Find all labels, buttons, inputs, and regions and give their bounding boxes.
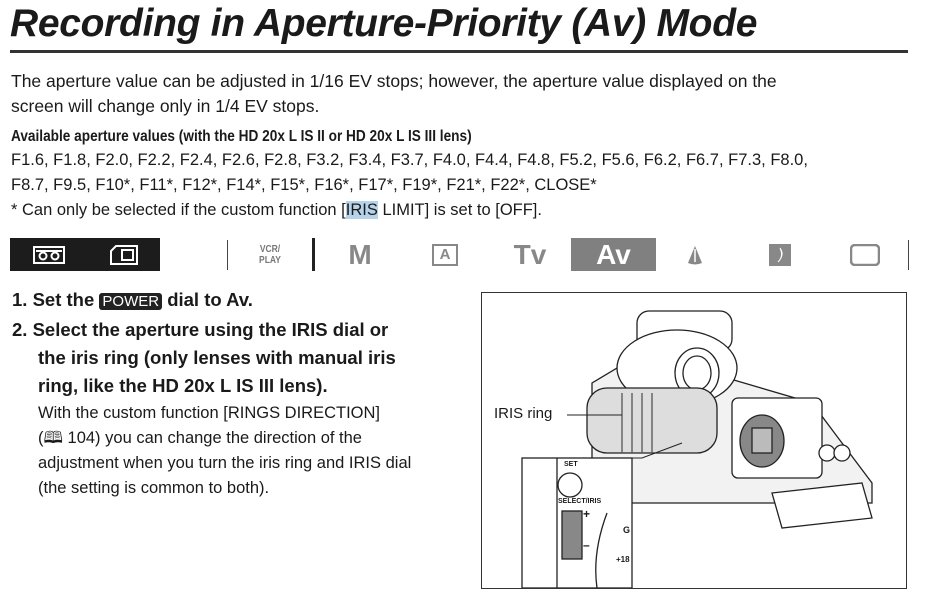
spotlight-mode-icon [670, 238, 720, 271]
camera-illustration: IRIS ring SET SELECT/IRIS + – G +18 [481, 292, 907, 589]
mode-tv: Tv [513, 238, 547, 270]
tape-icon [32, 245, 65, 264]
mode-auto: A [415, 238, 475, 271]
plus-label: + [583, 507, 591, 521]
media-indicator [10, 238, 160, 271]
step-2-line: ring, like the HD 20x L IS III lens). [38, 375, 328, 396]
step-2-line: the iris ring (only lenses with manual i… [38, 347, 396, 368]
step-body: adjustment when you turn the iris ring a… [38, 454, 412, 472]
minus-label: – [583, 538, 590, 552]
mode-m: M [348, 238, 372, 270]
mode-av-active: Av [571, 238, 656, 271]
mode-bar: VCR/PLAY M A Tv Av [10, 238, 910, 271]
step-2-line: 2. Select the aperture using the IRIS di… [12, 319, 389, 340]
mode-label: PLAY [259, 254, 281, 266]
values-line: F8.7, F9.5, F10*, F11*, F12*, F14*, F15*… [11, 176, 597, 194]
g-label: G [623, 525, 631, 535]
values-heading: Available aperture values (with the HD 2… [11, 128, 472, 145]
step-body: With the custom function [RINGS DIRECTIO… [38, 404, 381, 422]
set-label: SET [564, 461, 578, 468]
mode-label: A [431, 243, 459, 266]
step-text: dial to Av. [162, 289, 253, 310]
plus18-label: +18 [616, 555, 630, 564]
mode-label: VCR/ [259, 243, 281, 255]
iris-ring-callout: IRIS ring [494, 405, 553, 422]
step-text: 1. Set the [12, 289, 100, 310]
step-body: (🕮 104) you can change the direction of … [38, 429, 362, 447]
memory-card-icon [109, 244, 138, 265]
highlighted-text: IRIS [345, 201, 378, 219]
page-title: Recording in Aperture-Priority (Av) Mode [10, 2, 758, 45]
camcorder-drawing [521, 310, 873, 588]
select-iris-label: SELECT/IRIS [558, 498, 602, 505]
step-body: (the setting is common to both). [38, 479, 270, 497]
night-mode-icon [755, 238, 805, 271]
step-1: 1. Set the POWER dial to Av. [12, 286, 253, 316]
mode-vcr-play: VCR/PLAY [253, 238, 287, 271]
footnote-pre: * Can only be selected if the custom fun… [11, 201, 346, 219]
intro-line: The aperture value can be adjusted in 1/… [11, 71, 777, 91]
footnote-post: LIMIT] is set to [OFF]. [377, 201, 542, 219]
footnote: * Can only be selected if the custom fun… [11, 198, 542, 223]
title-rule [10, 50, 908, 53]
custom-mode-icon [840, 238, 890, 271]
intro-line: screen will change only in 1/4 EV stops. [11, 96, 320, 116]
values-line: F1.6, F1.8, F2.0, F2.2, F2.4, F2.6, F2.8… [11, 151, 808, 169]
power-badge: POWER [99, 293, 163, 310]
